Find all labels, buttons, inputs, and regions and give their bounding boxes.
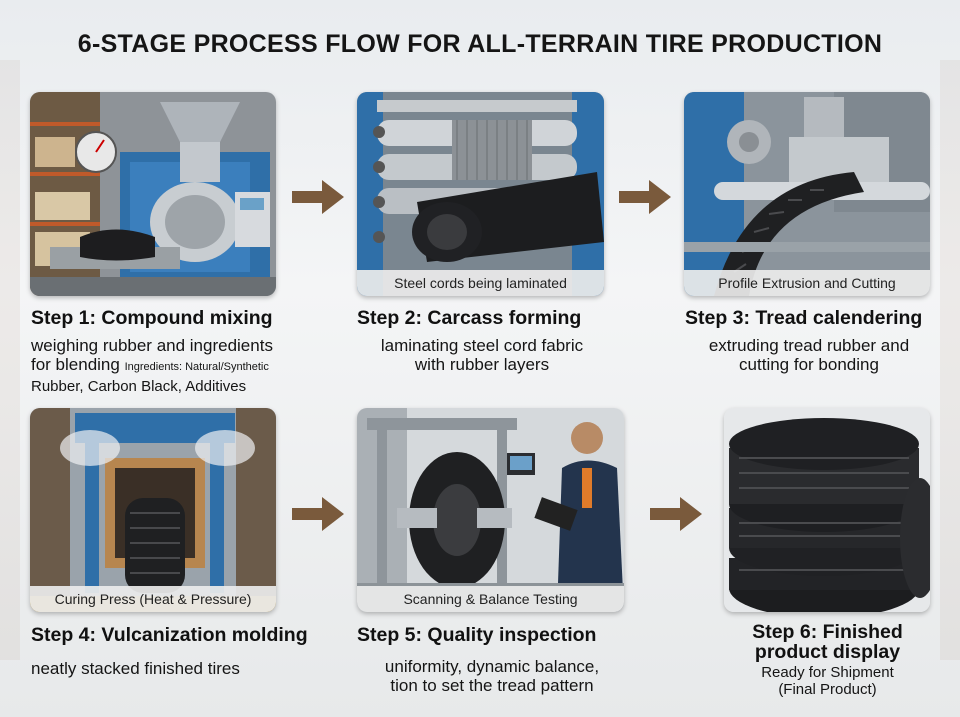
step6-heading-line1: Step 6: Finished (752, 621, 903, 643)
step1-desc-ingredients: Ingredients: Natural/Synthetic (124, 361, 269, 373)
step5-heading: Step 5: Quality inspection (357, 624, 597, 646)
step2-heading: Step 2: Carcass forming (357, 307, 582, 329)
step1-image (30, 92, 276, 296)
step5-description: uniformity, dynamic balance, tion to set… (357, 657, 627, 695)
step6-heading-line2: product display (754, 641, 901, 663)
step3-desc-line2: cutting for bonding (739, 355, 879, 374)
step3-description: extruding tread rubber and cutting for b… (684, 336, 934, 374)
step1-desc-line2-text: for blending (31, 355, 120, 374)
page-title: 6-STAGE PROCESS FLOW FOR ALL-TERRAIN TIR… (77, 30, 883, 58)
step4-heading: Step 4: Vulcanization molding (31, 624, 308, 646)
step1-desc-line1: weighing rubber and ingredients (31, 336, 273, 355)
step1-desc-line3: Rubber, Carbon Black, Additives (31, 378, 247, 395)
step4-caption: Curing Press (Heat & Pressure) (30, 586, 276, 612)
step2-description: laminating steel cord fabric with rubber… (357, 336, 607, 374)
arrow-right-icon (619, 180, 671, 214)
step2-desc-line2: with rubber layers (414, 355, 550, 374)
step6-heading: Step 6: Finished product display (710, 622, 945, 662)
step5-desc-line1: uniformity, dynamic balance, (384, 657, 600, 676)
step1-desc-line2: for blending Ingredients: Natural/Synthe… (31, 355, 331, 377)
step6-desc-line1: Ready for Shipment (761, 664, 894, 681)
step3-caption: Profile Extrusion and Cutting (684, 270, 930, 296)
step4-description: neatly stacked finished tires (31, 659, 321, 678)
step5-image: Scanning & Balance Testing (357, 408, 624, 612)
step2-image: Steel cords being laminated (357, 92, 604, 296)
step2-caption: Steel cords being laminated (357, 270, 604, 296)
step3-image: Profile Extrusion and Cutting (684, 92, 930, 296)
step3-heading: Step 3: Tread calendering (685, 307, 923, 329)
arrow-right-icon (650, 497, 702, 531)
step2-desc-line1: laminating steel cord fabric (380, 336, 584, 355)
arrow-right-icon (292, 180, 344, 214)
step6-desc-line2: (Final Product) (778, 681, 877, 698)
background-shelf-left (0, 60, 20, 660)
step6-image (724, 408, 930, 612)
background-shelf-right (940, 60, 960, 660)
step4-desc-line1: neatly stacked finished tires (31, 659, 240, 678)
step1-heading: Step 1: Compound mixing (31, 307, 273, 329)
arrow-right-icon (292, 497, 344, 531)
step6-description: Ready for Shipment (Final Product) (710, 664, 945, 698)
step4-image: Curing Press (Heat & Pressure) (30, 408, 276, 612)
step1-description: weighing rubber and ingredients for blen… (31, 336, 331, 396)
step5-desc-line2: tion to set the tread pattern (390, 676, 594, 695)
step3-desc-line1: extruding tread rubber and (708, 336, 910, 355)
step5-caption: Scanning & Balance Testing (357, 586, 624, 612)
